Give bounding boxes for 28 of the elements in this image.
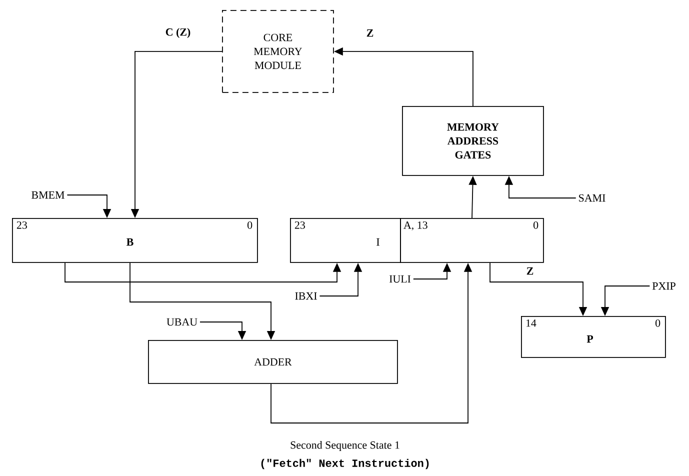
register-box — [521, 316, 666, 358]
bit-number: 14 — [526, 319, 536, 327]
edge-label: Z — [525, 266, 535, 276]
signal-name: PXIP — [652, 282, 676, 290]
register-name: I — [376, 238, 380, 246]
edge-label: Z — [365, 28, 375, 38]
caption: ("Fetch" Next Instruction) — [261, 458, 429, 470]
bit-number: A, 13 — [404, 221, 428, 230]
register-name: P — [586, 335, 594, 343]
register-box — [290, 218, 401, 263]
signal-name: IBXI — [295, 292, 317, 300]
bit-number: 0 — [248, 221, 252, 229]
register-name: B — [126, 238, 134, 246]
signal-name: UBAU — [166, 318, 198, 326]
signal-name: SAMI — [579, 194, 606, 202]
gates-box: MEMORY ADDRESS GATES — [402, 106, 544, 176]
register-box — [400, 218, 544, 263]
signal-name: IULI — [389, 275, 411, 283]
memory-module-box: CORE MEMORY MODULE — [222, 10, 334, 93]
caption: Second Sequence State 1 — [290, 441, 400, 451]
edge-label: C (Z) — [164, 27, 192, 39]
signal-name: BMEM — [32, 191, 64, 199]
adder-box: ADDER — [148, 340, 398, 384]
bit-number: 0 — [656, 319, 660, 327]
bit-number: 0 — [534, 221, 538, 229]
register-box — [12, 218, 258, 263]
bit-number: 23 — [16, 221, 27, 229]
bit-number: 23 — [294, 221, 305, 229]
